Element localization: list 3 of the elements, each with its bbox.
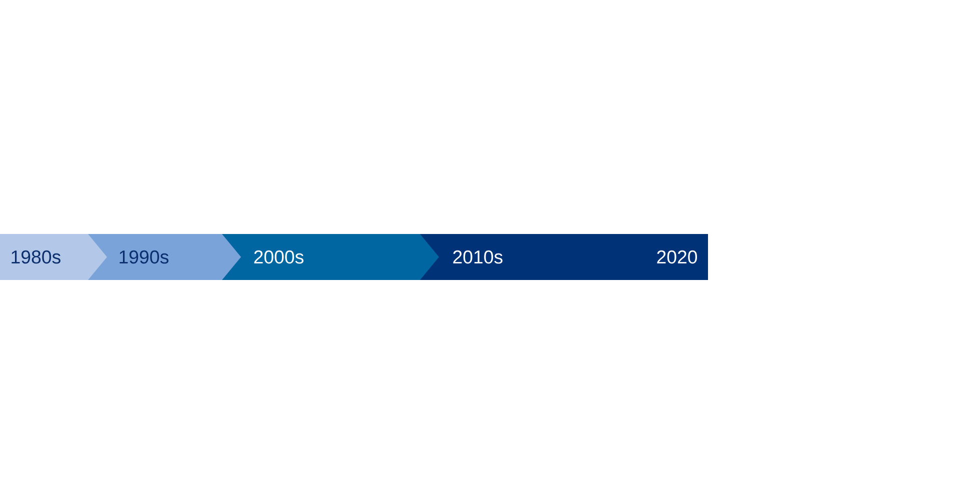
timeline-band-segment: 1980s xyxy=(0,234,107,280)
timeline-band-segment: 2000s xyxy=(222,234,439,280)
timeline-band-segment: 2010s 2020 xyxy=(420,234,708,280)
